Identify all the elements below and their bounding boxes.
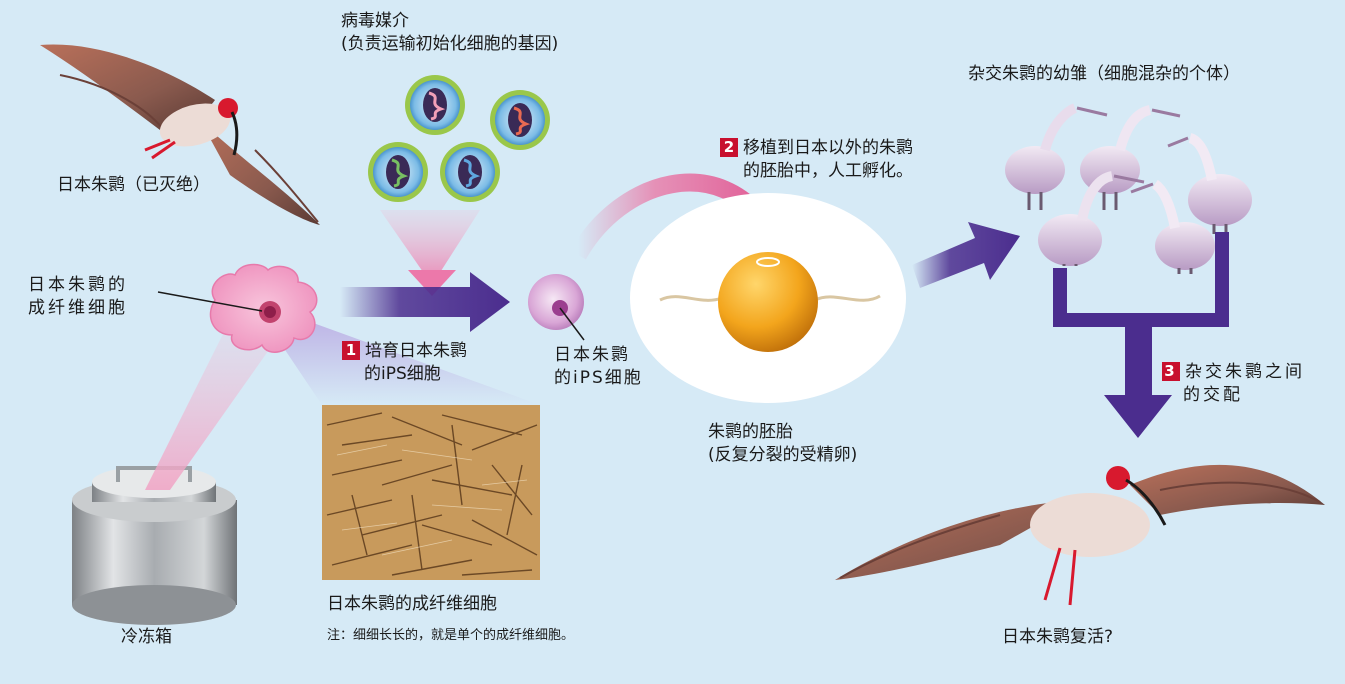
virus-vector-label: 病毒媒介 (负责运输初始化细胞的基因) <box>341 10 558 56</box>
japan-ibis-extinct-bird-icon <box>40 44 320 225</box>
step2-text-line2: 的胚胎中，人工孵化。 <box>720 160 913 183</box>
ips-cell-label-line2: 的iPS细胞 <box>554 367 643 390</box>
step2-badge: 2 <box>720 138 738 157</box>
fibroblast-label-line1: 日本朱鹮的 <box>28 274 128 297</box>
embryo-label: 朱鹮的胚胎 (反复分裂的受精卵) <box>708 421 857 467</box>
micrograph-note: 注：细细长长的，就是单个的成纤维细胞。 <box>327 627 574 645</box>
ips-cell-icon <box>528 274 584 330</box>
embryo-label-line2: (反复分裂的受精卵) <box>708 444 857 467</box>
step3-text-line2: 的交配 <box>1162 384 1305 407</box>
step1-text-line2: 的iPS细胞 <box>342 363 467 386</box>
fibroblast-micrograph <box>322 405 540 580</box>
step1-label: 1 培育日本朱鹮 的iPS细胞 <box>342 340 467 386</box>
fibroblast-label-line2: 成纤维细胞 <box>28 297 128 320</box>
virus-vector-title: 病毒媒介 <box>341 10 558 33</box>
micrograph-caption: 日本朱鹮的成纤维细胞 <box>327 593 497 616</box>
hybrid-chicks-label: 杂交朱鹮的幼雏（细胞混杂的个体） <box>968 63 1240 86</box>
step3-badge: 3 <box>1162 362 1180 381</box>
micrograph-graphic <box>322 405 540 580</box>
virus-vector-icon <box>368 75 550 202</box>
step3-text-line1: 杂交朱鹮之间 <box>1185 362 1305 382</box>
chick-icon <box>1005 108 1252 274</box>
revived-label: 日本朱鹮复活? <box>1002 626 1113 649</box>
revived-ibis-bird-icon <box>835 465 1325 605</box>
japan-ibis-extinct-label: 日本朱鹮（已灭绝） <box>57 174 210 197</box>
step3-label: 3 杂交朱鹮之间 的交配 <box>1162 361 1305 407</box>
freezer-label: 冷冻箱 <box>121 626 172 649</box>
fibroblast-label: 日本朱鹮的 成纤维细胞 <box>28 274 128 320</box>
step1-badge: 1 <box>342 341 360 360</box>
to-chicks-arrow <box>912 222 1020 288</box>
step2-text-line1: 移植到日本以外的朱鹮 <box>743 138 913 158</box>
embryo-label-line1: 朱鹮的胚胎 <box>708 421 857 444</box>
step1-text-line1: 培育日本朱鹮 <box>365 341 467 361</box>
virus-vector-desc: (负责运输初始化细胞的基因) <box>341 33 558 56</box>
ips-cell-label: 日本朱鹮 的iPS细胞 <box>554 344 643 390</box>
ips-cell-label-line1: 日本朱鹮 <box>554 344 643 367</box>
egg-icon <box>630 193 906 403</box>
step2-label: 2 移植到日本以外的朱鹮 的胚胎中，人工孵化。 <box>720 137 913 183</box>
